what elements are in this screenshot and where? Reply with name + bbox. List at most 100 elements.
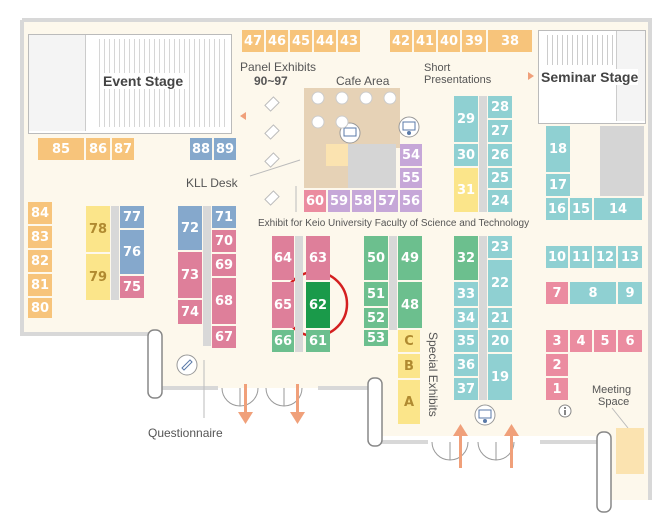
booth-32[interactable]: 32 <box>454 236 478 280</box>
booth-20[interactable]: 20 <box>488 330 512 352</box>
booth-88[interactable]: 88 <box>190 138 212 160</box>
booth-5[interactable]: 5 <box>594 330 616 352</box>
booth-25[interactable]: 25 <box>488 168 512 188</box>
pillar <box>367 377 383 447</box>
booth-9[interactable]: 9 <box>618 282 642 304</box>
booth-57[interactable]: 57 <box>376 190 398 212</box>
booth-29[interactable]: 29 <box>454 96 478 142</box>
booth-59[interactable]: 59 <box>328 190 350 212</box>
booth-30[interactable]: 30 <box>454 144 478 166</box>
booth-39[interactable]: 39 <box>462 30 486 52</box>
booth-21[interactable]: 21 <box>488 308 512 328</box>
booth-89[interactable]: 89 <box>214 138 236 160</box>
booth-31[interactable]: 31 <box>454 168 478 212</box>
booth-51[interactable]: 51 <box>364 282 388 306</box>
meeting-space[interactable] <box>616 428 644 474</box>
booth-60[interactable]: 60 <box>304 190 326 212</box>
gray-block <box>600 126 644 196</box>
booth-17[interactable]: 17 <box>546 174 570 196</box>
booth-79[interactable]: 79 <box>86 254 110 300</box>
booth-52[interactable]: 52 <box>364 308 388 328</box>
booth-78[interactable]: 78 <box>86 206 110 252</box>
booth-38[interactable]: 38 <box>488 30 532 52</box>
booth-10[interactable]: 10 <box>546 246 568 268</box>
booth-33[interactable]: 33 <box>454 282 478 306</box>
seminar-stage: Seminar Stage <box>538 30 646 124</box>
event-stage: Event Stage <box>28 34 232 134</box>
booth-64[interactable]: 64 <box>272 236 294 280</box>
booth-13[interactable]: 13 <box>618 246 642 268</box>
booth-63[interactable]: 63 <box>306 236 330 280</box>
booth-42[interactable]: 42 <box>390 30 412 52</box>
booth-43[interactable]: 43 <box>338 30 360 52</box>
event-stage-label: Event Stage <box>101 73 186 89</box>
booth-47[interactable]: 47 <box>242 30 264 52</box>
booth-b[interactable]: B <box>398 354 420 378</box>
booth-87[interactable]: 87 <box>112 138 134 160</box>
booth-44[interactable]: 44 <box>314 30 336 52</box>
booth-45[interactable]: 45 <box>290 30 312 52</box>
booth-19[interactable]: 19 <box>488 354 512 400</box>
booth-69[interactable]: 69 <box>212 254 236 276</box>
booth-18[interactable]: 18 <box>546 126 570 172</box>
booth-40[interactable]: 40 <box>438 30 460 52</box>
booth-1[interactable]: 1 <box>546 378 568 400</box>
booth-26[interactable]: 26 <box>488 144 512 166</box>
booth-71[interactable]: 71 <box>212 206 236 228</box>
booth-37[interactable]: 37 <box>454 378 478 400</box>
booth-24[interactable]: 24 <box>488 190 512 212</box>
booth-c[interactable]: C <box>398 330 420 352</box>
booth-28[interactable]: 28 <box>488 96 512 118</box>
booth-46[interactable]: 46 <box>266 30 288 52</box>
booth-11[interactable]: 11 <box>570 246 592 268</box>
booth-55[interactable]: 55 <box>400 168 422 188</box>
booth-27[interactable]: 27 <box>488 120 512 142</box>
booth-35[interactable]: 35 <box>454 330 478 352</box>
booth-7[interactable]: 7 <box>546 282 568 304</box>
booth-82[interactable]: 82 <box>28 250 52 272</box>
booth-70[interactable]: 70 <box>212 230 236 252</box>
booth-16[interactable]: 16 <box>546 198 568 220</box>
booth-14[interactable]: 14 <box>594 198 642 220</box>
booth-75[interactable]: 75 <box>120 276 144 298</box>
booth-85[interactable]: 85 <box>38 138 84 160</box>
booth-86[interactable]: 86 <box>86 138 110 160</box>
booth-61[interactable]: 61 <box>306 330 330 352</box>
booth-58[interactable]: 58 <box>352 190 374 212</box>
booth-36[interactable]: 36 <box>454 354 478 376</box>
booth-68[interactable]: 68 <box>212 278 236 324</box>
booth-81[interactable]: 81 <box>28 274 52 296</box>
booth-66[interactable]: 66 <box>272 330 294 352</box>
booth-83[interactable]: 83 <box>28 226 52 248</box>
booth-56[interactable]: 56 <box>400 190 422 212</box>
booth-12[interactable]: 12 <box>594 246 616 268</box>
booth-15[interactable]: 15 <box>570 198 592 220</box>
booth-a[interactable]: A <box>398 380 420 424</box>
booth-8[interactable]: 8 <box>570 282 616 304</box>
booth-2[interactable]: 2 <box>546 354 568 376</box>
panel-exhibits-label: Panel Exhibits <box>240 60 317 74</box>
booth-49[interactable]: 49 <box>398 236 422 280</box>
booth-41[interactable]: 41 <box>414 30 436 52</box>
booth-6[interactable]: 6 <box>618 330 642 352</box>
booth-50[interactable]: 50 <box>364 236 388 280</box>
booth-65[interactable]: 65 <box>272 282 294 328</box>
booth-74[interactable]: 74 <box>178 300 202 324</box>
booth-48[interactable]: 48 <box>398 282 422 328</box>
booth-4[interactable]: 4 <box>570 330 592 352</box>
booth-77[interactable]: 77 <box>120 206 144 228</box>
booth-84[interactable]: 84 <box>28 202 52 224</box>
booth-23[interactable]: 23 <box>488 236 512 258</box>
booth-76[interactable]: 76 <box>120 230 144 274</box>
booth-73[interactable]: 73 <box>178 252 202 298</box>
booth-80[interactable]: 80 <box>28 298 52 318</box>
booth-54[interactable]: 54 <box>400 144 422 166</box>
cafe-area-label: Cafe Area <box>336 74 390 88</box>
booth-72[interactable]: 72 <box>178 206 202 250</box>
booth-22[interactable]: 22 <box>488 260 512 306</box>
booth-67[interactable]: 67 <box>212 326 236 348</box>
booth-53[interactable]: 53 <box>364 330 388 346</box>
booth-62[interactable]: 62 <box>306 282 330 328</box>
booth-3[interactable]: 3 <box>546 330 568 352</box>
booth-34[interactable]: 34 <box>454 308 478 328</box>
